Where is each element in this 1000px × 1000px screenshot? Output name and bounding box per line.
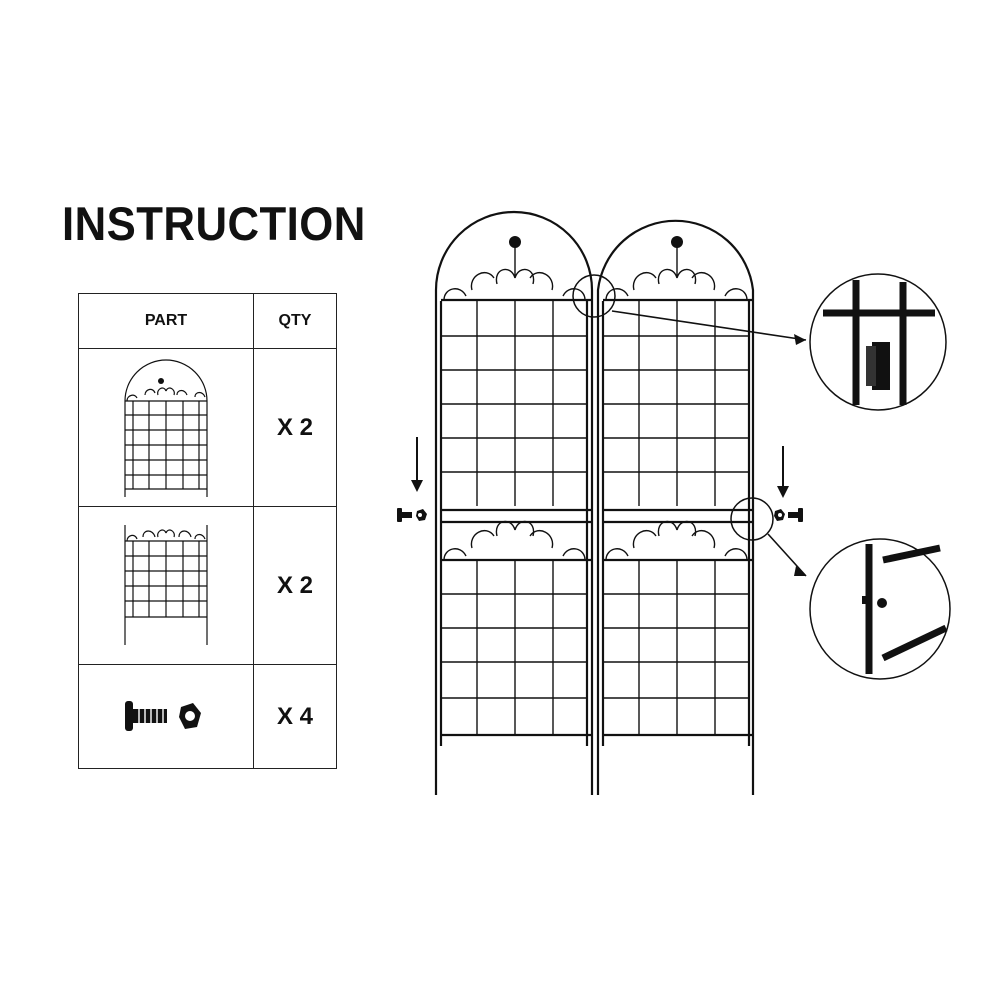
part-image-cell — [78, 506, 254, 665]
qty-header: QTY — [253, 293, 337, 349]
part-header: PART — [78, 293, 254, 349]
left-finial — [509, 236, 521, 248]
qty-value: X 2 — [253, 348, 337, 507]
part-image-cell — [78, 664, 254, 769]
qty-value: X 4 — [253, 664, 337, 769]
table-row: X 2 — [78, 506, 337, 665]
flat-trellis-panel-icon — [124, 524, 208, 645]
table-header-row: PART QTY — [78, 293, 337, 349]
qty-value: X 2 — [253, 506, 337, 665]
table-row: X 2 — [78, 348, 337, 507]
page-title: INSTRUCTION — [62, 197, 366, 250]
parts-table: PART QTY X 2 — [78, 293, 337, 769]
bolt-icon — [397, 508, 402, 522]
callout-arrow-bottom — [767, 533, 807, 577]
right-finial — [671, 236, 683, 248]
bolt-detail — [809, 538, 951, 680]
part-image-cell — [78, 348, 254, 507]
bolt-and-nut-icon — [125, 700, 201, 731]
top-clip-detail — [809, 273, 947, 411]
top-connection-highlight — [572, 274, 616, 318]
table-row: X 4 — [78, 664, 337, 769]
callout-arrow-top — [611, 310, 807, 341]
bolt-connection-highlight — [730, 497, 774, 541]
right-trellis-panel — [596, 219, 755, 795]
arched-trellis-panel-icon — [124, 358, 208, 497]
nut-icon — [416, 509, 427, 521]
left-trellis-panel — [434, 210, 594, 795]
